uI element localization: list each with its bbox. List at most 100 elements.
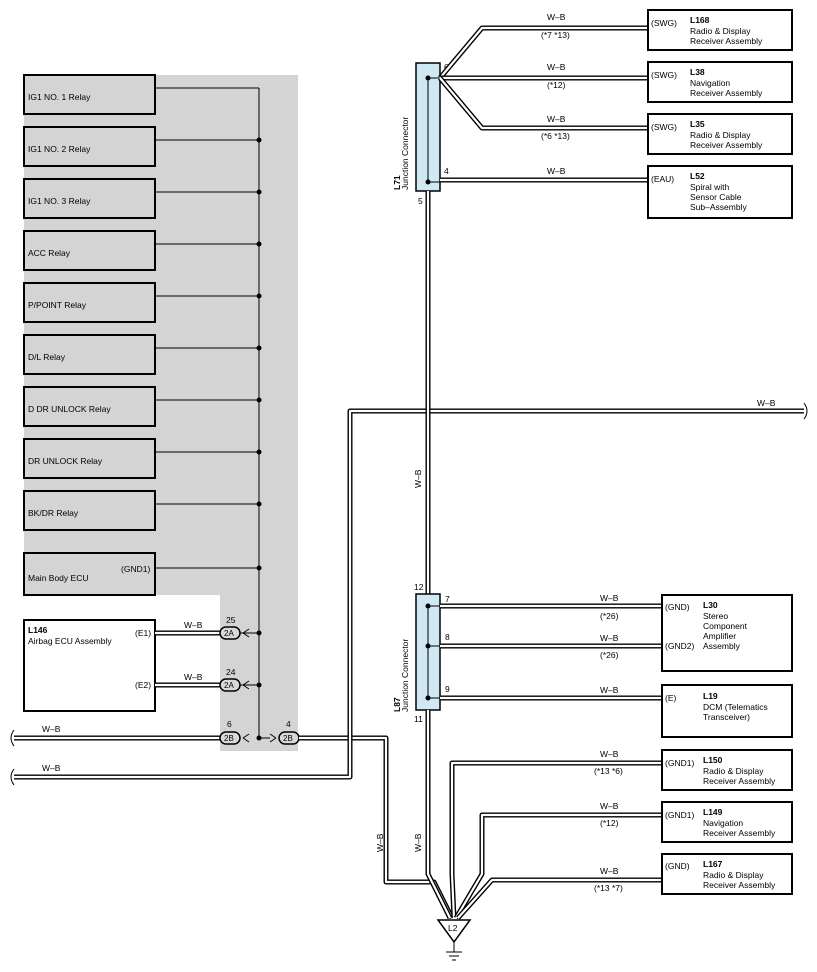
relay-box-7: D DR UNLOCK Relay [23,386,156,427]
component-pin: (GND) [665,861,690,871]
connector-pin: 6 [227,719,232,729]
wire-label: W–B [547,12,566,22]
wire-note: (*6 *13) [541,131,570,141]
wire-label: W–B [42,763,61,773]
connector-label: 2B [283,734,293,743]
relay-label: D/L Relay [28,352,66,362]
component-l150: (GND1) L150 Radio & Display Receiver Ass… [661,749,793,791]
component-line: Navigation [703,818,743,828]
component-line: Sensor Cable [690,192,742,202]
wire-label: W–B [184,620,203,630]
component-pin: (E) [665,693,677,703]
component-line: Assembly [703,641,741,651]
component-l38: (SWG) L38 Navigation Receiver Assembly [647,61,793,103]
connector-pin: 4 [286,719,291,729]
component-code: L35 [690,119,705,129]
component-pin: (EAU) [651,174,674,184]
airbag-wires: W–B W–B [155,620,222,688]
component-code: L168 [690,15,710,25]
airbag-ecu-name: Airbag ECU Assembly [28,636,112,646]
component-pin: (GND) [665,602,690,612]
relay-box-4: ACC Relay [23,230,156,271]
l87-name: Junction Connector [400,639,410,712]
component-code: L19 [703,691,718,701]
component-line: Radio & Display [690,26,751,36]
relay-label: ACC Relay [28,248,71,258]
relay-box-6: D/L Relay [23,334,156,375]
l87-code: L87 [392,697,402,712]
component-code: L150 [703,755,723,765]
component-l149: (GND1) L149 Navigation Receiver Assembly [661,801,793,843]
wire-label: W–B [547,114,566,124]
component-line: Radio & Display [690,130,751,140]
connector-label: 2A [224,629,234,638]
wire-label: W–B [600,866,619,876]
wire-note: (*12) [600,818,619,828]
relay-box-1: IG1 NO. 1 Relay [23,74,156,115]
main-body-ecu-pin: (GND1) [121,564,150,574]
component-pin: (SWG) [651,18,677,28]
l87-pin-11: 11 [414,714,423,724]
airbag-ecu-box: L146 Airbag ECU Assembly (E1) (E2) [23,619,156,712]
wire-label: W–B [547,62,566,72]
component-line: Radio & Display [703,870,764,880]
component-line: DCM (Telematics [703,702,768,712]
component-l168: (SWG) L168 Radio & Display Receiver Asse… [647,9,793,51]
wire-label: W–B [413,469,423,488]
connector-pin: 25 [226,615,236,625]
component-line: Receiver Assembly [690,36,763,46]
trunk-l87-ground: W–B [413,710,453,920]
relay-label: IG1 NO. 1 Relay [28,92,91,102]
l71-wires: W–B (*7 *13) W–B (*12) W–B (*6 *13) W–B [438,12,648,183]
relay-label: P/POINT Relay [28,300,87,310]
l87-pin-9: 9 [445,684,450,694]
component-pin: (GND1) [665,810,694,820]
bus-junction-dots [256,137,262,741]
wire-label: W–B [375,833,385,852]
relay-box-9: BK/DR Relay [23,490,156,531]
connector-label: 2A [224,681,234,690]
wire-label: W–B [757,398,776,408]
component-line: Receiver Assembly [690,140,763,150]
wire-label: W–B [600,593,619,603]
component-code: L52 [690,171,705,181]
wire-note: (*7 *13) [541,30,570,40]
component-pin: (GND2) [665,641,694,651]
component-code: L167 [703,859,723,869]
wire-label: W–B [184,672,203,682]
l87-junction-connector: L87 Junction Connector 12 7 8 9 11 [392,582,450,724]
component-line: Receiver Assembly [703,828,776,838]
component-line: Navigation [690,78,730,88]
connector-label: 2B [224,734,234,743]
component-line: Radio & Display [703,766,764,776]
l71-pin-4: 4 [444,166,449,176]
component-l30: (GND) (GND2) L30 Stereo Component Amplif… [661,594,793,672]
component-line: Sub–Assembly [690,202,747,212]
wire-label: W–B [600,749,619,759]
component-line: Component [703,621,748,631]
left-wire-upper: W–B [10,724,222,747]
wire-label: W–B [600,633,619,643]
wire-label: W–B [413,833,423,852]
ground-label: L2 [448,923,458,933]
l87-wires: W–B (*26) W–B (*26) W–B [440,593,662,701]
component-l19: (E) L19 DCM (Telematics Transceiver) [661,684,793,738]
l71-code: L71 [392,175,402,190]
relay-label: DR UNLOCK Relay [28,456,103,466]
component-line: Transceiver) [703,712,750,722]
relay-bus [155,87,260,738]
component-line: Receiver Assembly [703,880,776,890]
component-code: L30 [703,600,718,610]
wire-label: W–B [42,724,61,734]
component-l167: (GND) L167 Radio & Display Receiver Asse… [661,853,793,895]
l87-pin-7: 7 [445,594,450,604]
component-l35: (SWG) L35 Radio & Display Receiver Assem… [647,113,793,155]
main-body-ecu-label: Main Body ECU [28,573,88,583]
wire-note: (*26) [600,650,619,660]
left-wire-lower: W–B W–B [10,398,808,786]
relay-box-8: DR UNLOCK Relay [23,438,156,479]
ground-l2: L2 [436,919,472,961]
component-line: Stereo [703,611,728,621]
main-body-ecu-box: Main Body ECU (GND1) [23,552,156,596]
